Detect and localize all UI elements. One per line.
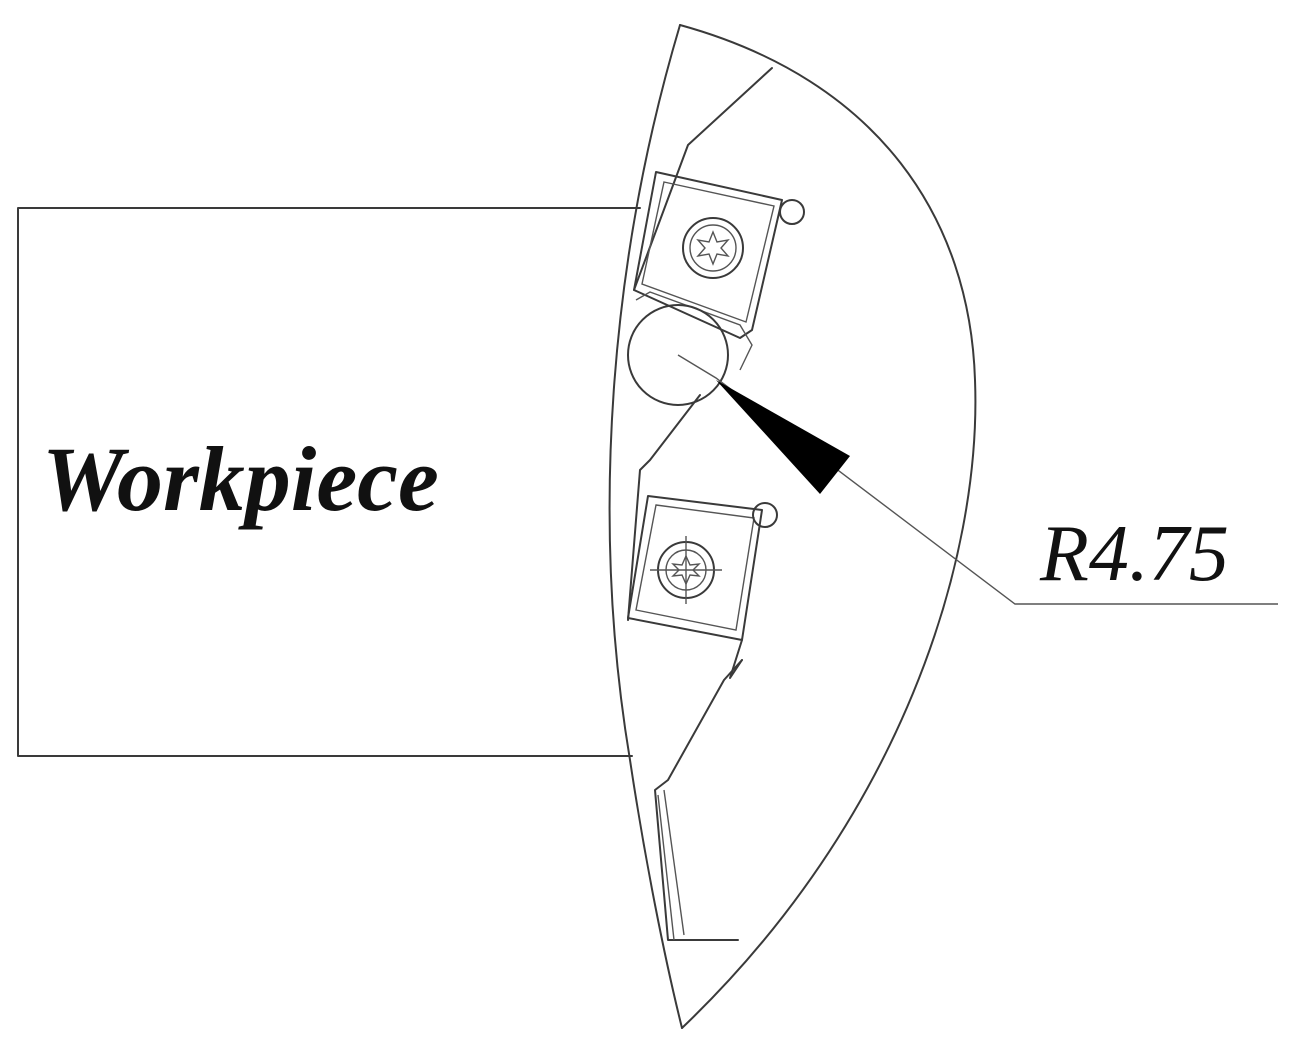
radius-line [677,354,1278,605]
lower-insert [627,495,778,679]
body-contour-lower [654,659,743,941]
lower-torx-icon [671,554,701,586]
workpiece-label: Workpiece [42,428,439,530]
radius-dimension-label: R4.75 [1039,510,1229,598]
lower-insert-edge [729,639,743,679]
workpiece: Workpiece [17,207,641,757]
cutter-body [608,24,977,1029]
lower-corner-nub [752,502,778,528]
body-contour-mid [627,394,701,621]
body-contour-lower-inner [657,789,685,941]
upper-corner-nub [779,199,805,225]
upper-torx-icon [696,230,730,266]
body-contour [633,67,773,291]
cutter-outline [608,24,683,1029]
upper-screw-outer-ring [682,217,744,279]
lower-screw-crosshair [650,536,722,604]
upper-insert-inner [641,181,775,323]
radius-arrowhead-icon [716,380,850,494]
round-insert-seat [635,291,753,371]
round-insert-circle [627,304,729,406]
upper-screw-inner-ring [689,224,737,272]
upper-insert [633,171,805,339]
cutter-arc [679,24,977,1029]
workpiece-outline [17,207,641,757]
lower-insert-inner [635,504,755,631]
round-insert: R4.75 [627,291,1278,605]
